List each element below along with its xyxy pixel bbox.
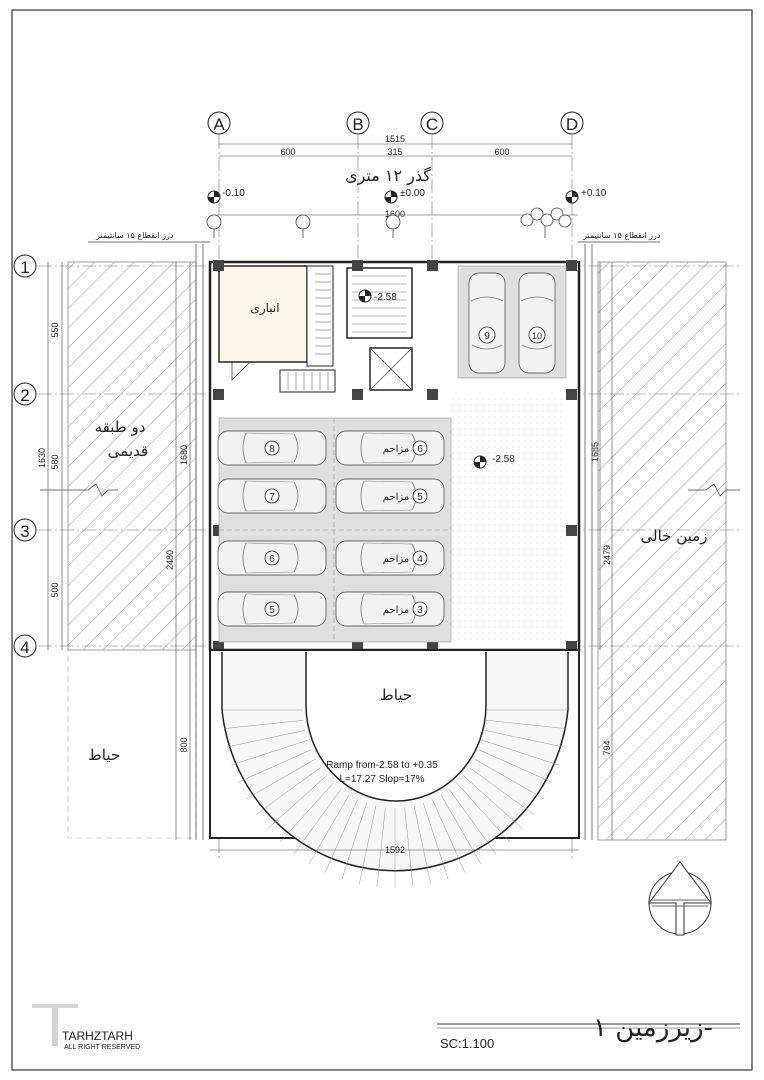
grid-row-3: 3 [20, 522, 29, 541]
parking-spot-blocked: 5 مزاحم [335, 478, 445, 514]
level-stair: -2.58 [374, 292, 397, 303]
dim-left-800: 800 [179, 737, 189, 752]
neighbor-right-label: زمین خالی [641, 527, 708, 545]
logo-subtext: ALL RIGHT RESERVED [64, 1044, 140, 1051]
spot-number: 7 [269, 492, 275, 503]
spot-number: 8 [269, 444, 275, 455]
level-center: ±0.00 [400, 188, 425, 199]
level-left: -0.10 [222, 188, 245, 199]
grid-row-1: 1 [20, 258, 29, 277]
ramp-label-1: Ramp from-2.58 to +0.35 [326, 760, 438, 771]
dim-left-1680: 1680 [179, 445, 189, 465]
stair-left [279, 265, 336, 393]
level-markers [207, 190, 579, 204]
tarhztarh-logo: TARHZTARH ALL RIGHT RESERVED [32, 1004, 140, 1051]
spot-number-10: 10 [532, 331, 542, 341]
joint-left: درز انقطاع ۱۵ سانتیمتر [88, 231, 210, 840]
spot-number-9: 9 [484, 331, 490, 342]
break-line-left [40, 483, 118, 497]
blocked-label: مزاحم [383, 605, 410, 616]
dim-left-1630: 1630 [37, 448, 47, 468]
grid-col-b: B [352, 115, 363, 134]
grid-bubbles: A B C D 1 2 3 4 [13, 111, 584, 658]
spot-number: 5 [417, 492, 423, 503]
parking-spot-blocked: 4 مزاحم [335, 540, 445, 576]
dim-right-1685: 1685 [590, 442, 600, 462]
neighbor-right-hatch [597, 261, 727, 841]
storage-label: انباری [250, 301, 279, 316]
north-arrow-icon [647, 861, 713, 936]
blocked-label: مزاحم [383, 554, 410, 565]
logo-text: TARHZTARH [62, 1029, 133, 1043]
parking-spot-left: 8 [217, 430, 327, 466]
yard-center-label: حیاط [380, 686, 412, 704]
level-right: +0.10 [581, 188, 607, 199]
blocked-label: مزاحم [383, 444, 410, 455]
grid-col-d: D [566, 115, 578, 134]
storage-room [218, 265, 308, 363]
parking-spot-left: 6 [217, 540, 327, 576]
dim-bottom-1592: 1592 [385, 845, 405, 855]
spot-number: 3 [417, 605, 423, 616]
neighbor-left-label-2: قدیمی [108, 442, 148, 460]
dim-left-550: 550 [50, 322, 60, 337]
parking-top-spot-9: 9 [468, 272, 506, 374]
dim-top-right: 600 [494, 147, 509, 157]
grid-row-4: 4 [20, 638, 29, 657]
grid-col-a: A [213, 115, 225, 134]
dim-top-left: 600 [280, 147, 295, 157]
yard-left-area [67, 649, 197, 839]
spot-number: 6 [417, 444, 423, 455]
storage-door [231, 361, 251, 381]
dim-level-line: 1600 [385, 209, 405, 219]
parking-column-middle: 6 مزاحم 5 مزاحم 4 مزاحم 3 مزاحم [335, 430, 445, 627]
street-label: گذر ۱۲ متری [345, 166, 431, 186]
dim-top-mid: 315 [387, 147, 402, 157]
parking-spot-left: 7 [217, 478, 327, 514]
grid-row-2: 2 [20, 386, 29, 405]
blocked-label: مزاحم [383, 492, 410, 503]
neighbor-left-hatch [67, 261, 197, 651]
spot-number: 6 [269, 554, 275, 565]
left-dimensions [47, 262, 191, 840]
parking-spot-blocked: 6 مزاحم [335, 430, 445, 466]
parking-level-marker [473, 455, 487, 469]
spot-number: 5 [269, 605, 275, 616]
dim-right-2479: 2479 [602, 545, 612, 565]
dim-left-580: 580 [50, 454, 60, 469]
curved-ramp [221, 652, 569, 888]
dim-left-500: 500 [50, 582, 60, 597]
neighbor-left-label-1: دو طبقه [95, 418, 146, 436]
elevator [369, 347, 413, 391]
ramp-label-2: L=17.27 Slop=17% [339, 774, 424, 785]
scale-label: SC:1.100 [440, 1036, 494, 1051]
dim-left-2480: 2480 [165, 550, 175, 570]
yard-left-label: حیاط [88, 746, 120, 764]
grid-col-c: C [426, 115, 438, 134]
parking-spot-blocked: 3 مزاحم [335, 591, 445, 627]
right-dimensions [599, 262, 613, 840]
stair-center [346, 267, 413, 339]
parking-top-spot-10: 10 [518, 272, 556, 374]
sheet-frame [11, 9, 753, 1071]
parking-spot-left: 5 [217, 591, 327, 627]
spot-number: 4 [417, 554, 423, 565]
level-parking: -2.58 [492, 454, 515, 465]
joint-left-label: درز انقطاع ۱۵ سانتیمتر [95, 231, 174, 240]
dim-right-794: 794 [602, 740, 612, 755]
joint-right: درز انقطاع ۱۵ سانتیمتر [578, 231, 661, 840]
driveway [451, 394, 566, 642]
joint-right-label: درز انقطاع ۱۵ سانتیمتر [582, 231, 661, 240]
dim-top-total: 1515 [385, 134, 405, 144]
tree-icons [206, 207, 572, 238]
parking-column-left: 8 7 6 5 [217, 430, 327, 627]
break-line-right [688, 483, 740, 497]
